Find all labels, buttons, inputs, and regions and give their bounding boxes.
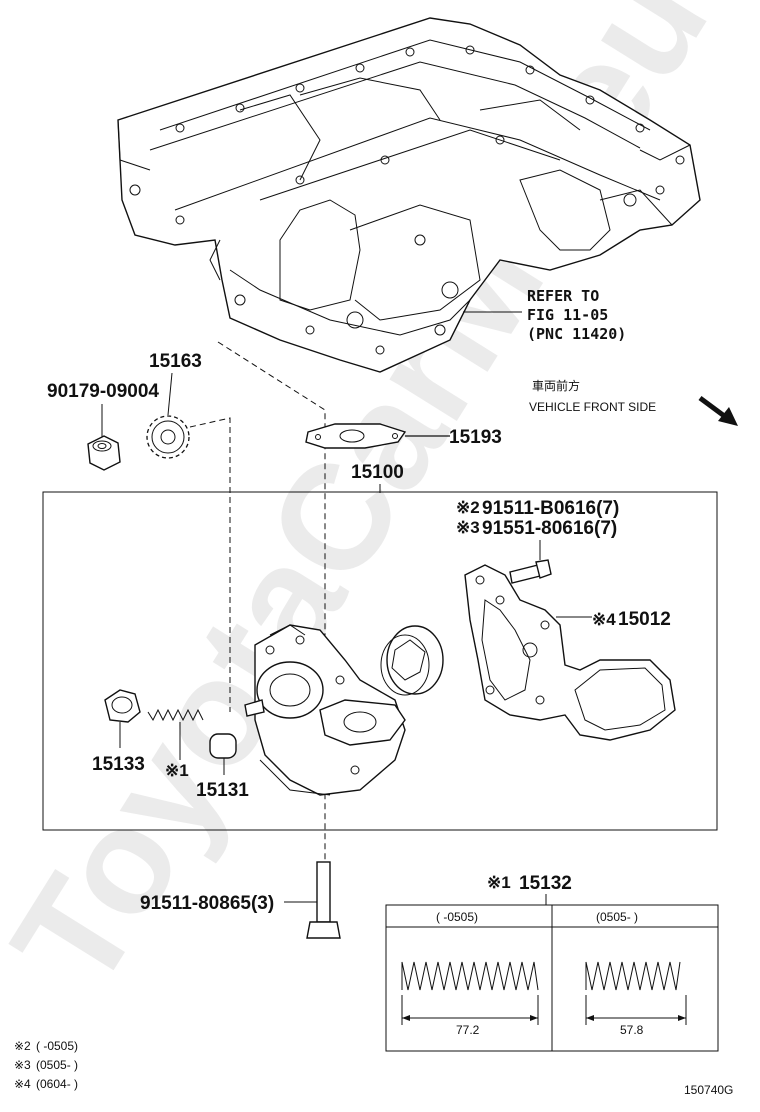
spring-short-icon bbox=[585, 961, 681, 991]
footnote-3-text: (0505- ) bbox=[36, 1058, 78, 1072]
spring-col2-header: (0505- ) bbox=[596, 910, 638, 924]
label-91511-80865: 91511-80865(3) bbox=[140, 893, 274, 914]
label-91511-b0616: 91511-B0616(7) bbox=[482, 498, 619, 519]
nut-icon bbox=[87, 435, 121, 471]
plug-icon bbox=[104, 689, 141, 723]
mark-4: ※4 bbox=[592, 610, 616, 629]
spring-icon bbox=[147, 708, 204, 722]
label-15012: 15012 bbox=[618, 609, 671, 630]
assembly-frame bbox=[42, 491, 718, 831]
direction-label-en: VEHICLE FRONT SIDE bbox=[529, 400, 656, 414]
footnote-2-text: ( -0505) bbox=[36, 1039, 78, 1053]
spring-table-mark: ※1 bbox=[487, 873, 511, 892]
label-91551-80616: 91551-80616(7) bbox=[482, 518, 617, 539]
label-15131: 15131 bbox=[196, 780, 249, 801]
oil-pan-assembly bbox=[117, 17, 701, 373]
footnote-3-mark: ※3 bbox=[14, 1058, 31, 1072]
spring-table-part: 15132 bbox=[519, 873, 572, 894]
arrow-down-right-icon bbox=[698, 395, 738, 426]
direction-label-jp: 車両前方 bbox=[532, 378, 580, 393]
relief-valve-icon bbox=[209, 733, 237, 759]
spring-col1-header: ( -0505) bbox=[436, 910, 478, 924]
spring-table bbox=[385, 904, 719, 1052]
pump-rotor-icon bbox=[380, 625, 444, 696]
label-15133: 15133 bbox=[92, 754, 145, 775]
gasket-icon bbox=[305, 423, 407, 449]
label-15193: 15193 bbox=[449, 427, 502, 448]
footnote-2-mark: ※2 bbox=[14, 1039, 31, 1053]
figure-id: 150740G bbox=[684, 1083, 733, 1097]
refer-note-line3: (PNC 11420) bbox=[527, 325, 626, 343]
mark-3: ※3 bbox=[456, 518, 480, 537]
footnote-4-mark: ※4 bbox=[14, 1077, 31, 1091]
bolt-icon bbox=[509, 559, 552, 584]
oil-strainer-cover bbox=[464, 564, 676, 741]
label-15163: 15163 bbox=[149, 351, 202, 372]
oil-pump-body bbox=[244, 624, 406, 796]
refer-note-line1: REFER TO bbox=[527, 287, 599, 305]
sprocket-gear-icon bbox=[146, 415, 190, 459]
spring-length-1: 77.2 bbox=[456, 1023, 480, 1037]
mark-1: ※1 bbox=[165, 761, 189, 780]
spring-length-2: 57.8 bbox=[620, 1023, 644, 1037]
long-bolt-icon bbox=[306, 861, 341, 939]
footnote-4-text: (0604- ) bbox=[36, 1077, 78, 1091]
mark-2: ※2 bbox=[456, 498, 480, 517]
spring-long-icon bbox=[401, 961, 539, 991]
label-90179-09004: 90179-09004 bbox=[47, 381, 159, 402]
refer-note-line2: FIG 11-05 bbox=[527, 306, 608, 324]
label-15100: 15100 bbox=[351, 462, 404, 483]
